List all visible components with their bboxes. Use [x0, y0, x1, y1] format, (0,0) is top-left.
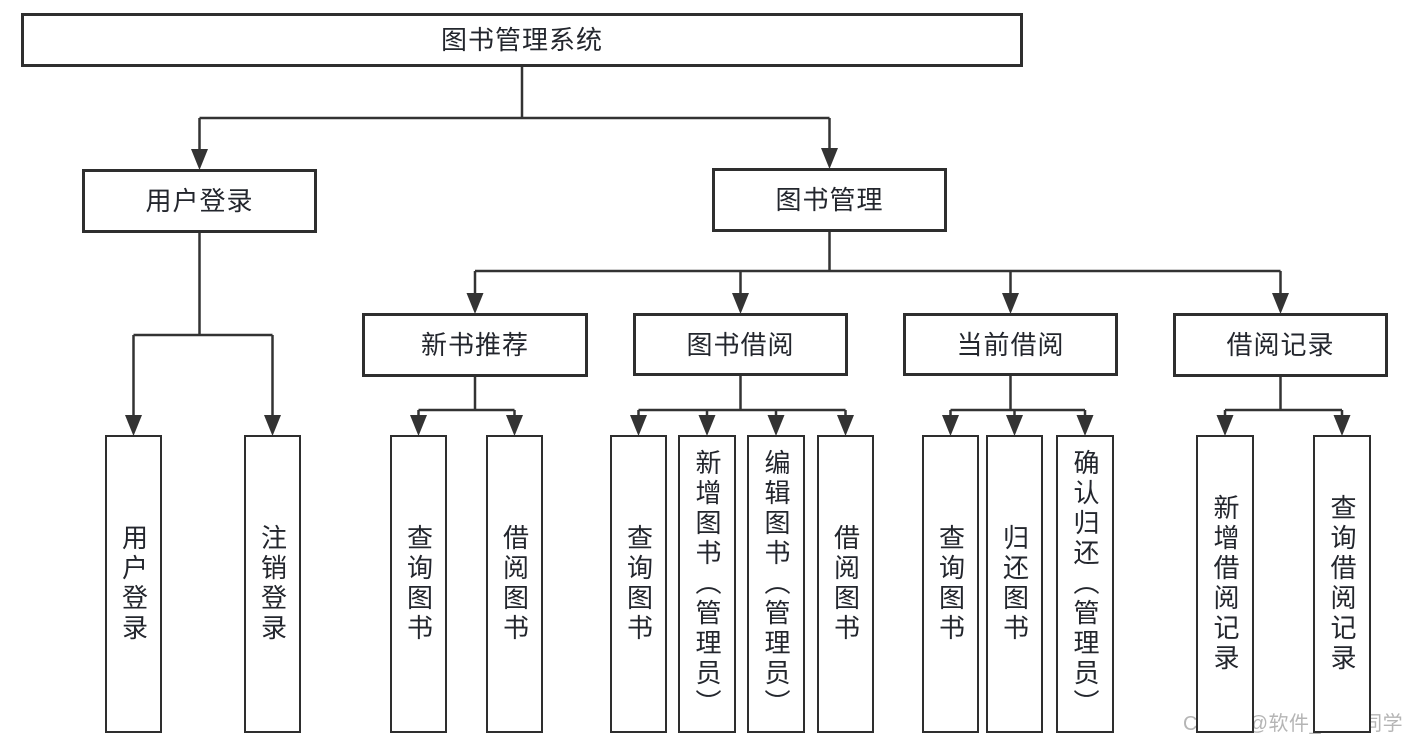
node-label-user-login: 用户登录	[145, 186, 254, 216]
node-label-b-add: 新增图书（管理员）	[692, 449, 722, 719]
node-label-b-borrow: 借阅图书	[830, 524, 861, 644]
node-label-borrow-records: 借阅记录	[1226, 330, 1335, 360]
node-label-login-v: 用户登录	[118, 524, 149, 644]
node-b-edit: 编辑图书（管理员）	[747, 435, 805, 733]
node-d-add-record: 新增借阅记录	[1196, 435, 1254, 733]
node-a-query: 查询图书	[390, 435, 447, 733]
node-new-book-rec: 新书推荐	[362, 313, 588, 377]
node-label-root: 图书管理系统	[440, 25, 603, 55]
node-book-mgmt: 图书管理	[712, 168, 947, 232]
node-b-query: 查询图书	[610, 435, 667, 733]
node-label-new-book-rec: 新书推荐	[420, 330, 529, 360]
node-c-return: 归还图书	[986, 435, 1043, 733]
node-label-book-borrow: 图书借阅	[686, 329, 795, 360]
node-label-b-query: 查询图书	[623, 524, 654, 644]
node-book-borrow: 图书借阅	[633, 313, 848, 376]
node-logout-v: 注销登录	[244, 435, 301, 733]
node-label-a-borrow: 借阅图书	[499, 524, 530, 644]
node-label-current-borrow: 当前借阅	[956, 329, 1065, 360]
node-current-borrow: 当前借阅	[903, 313, 1118, 376]
node-c-confirm: 确认归还（管理员）	[1056, 435, 1114, 733]
node-borrow-records: 借阅记录	[1173, 313, 1388, 377]
node-label-c-confirm: 确认归还（管理员）	[1070, 449, 1100, 719]
node-user-login: 用户登录	[82, 169, 317, 233]
node-b-add: 新增图书（管理员）	[678, 435, 736, 733]
node-d-query-record: 查询借阅记录	[1313, 435, 1371, 733]
node-label-logout-v: 注销登录	[257, 524, 288, 644]
node-label-d-add-record: 新增借阅记录	[1210, 494, 1240, 674]
node-login-v: 用户登录	[105, 435, 162, 733]
node-label-c-return: 归还图书	[999, 524, 1030, 644]
node-label-book-mgmt: 图书管理	[775, 185, 884, 215]
node-root: 图书管理系统	[21, 13, 1023, 67]
node-a-borrow: 借阅图书	[486, 435, 543, 733]
node-label-d-query-record: 查询借阅记录	[1327, 494, 1357, 674]
node-label-a-query: 查询图书	[403, 524, 434, 644]
node-label-b-edit: 编辑图书（管理员）	[761, 449, 791, 719]
node-c-query: 查询图书	[922, 435, 979, 733]
node-label-c-query: 查询图书	[935, 524, 966, 644]
node-b-borrow: 借阅图书	[817, 435, 874, 733]
